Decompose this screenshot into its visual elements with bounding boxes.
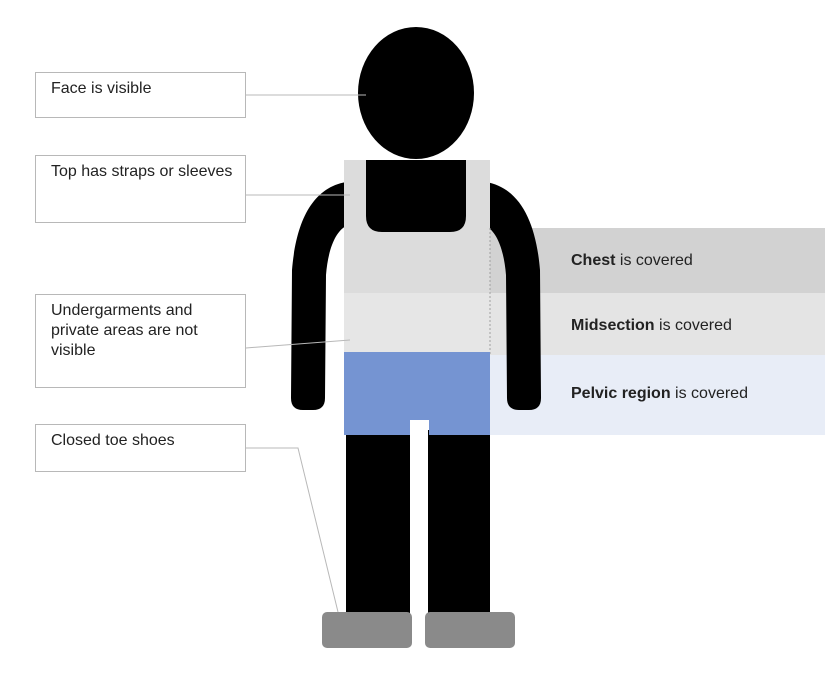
callout-shoes-text: Closed toe shoes [51, 432, 175, 449]
midsection-label: Midsection is covered [571, 316, 732, 336]
right-shoe-icon [425, 612, 515, 648]
callout-face-text: Face is visible [51, 80, 151, 97]
callout-shoes: Closed toe shoes [35, 424, 246, 472]
callout-undergarments-text: Undergarments and private areas are not … [51, 302, 198, 359]
shoes-connector [246, 448, 338, 612]
pelvic-label: Pelvic region is covered [571, 384, 748, 404]
midsection [344, 293, 490, 355]
midsection-label-bold: Midsection [571, 317, 655, 334]
left-shoe-icon [322, 612, 412, 648]
pelvic-label-rest: is covered [671, 385, 748, 402]
callout-undergarments: Undergarments and private areas are not … [35, 294, 246, 388]
chest-label-rest: is covered [615, 252, 692, 269]
callout-top: Top has straps or sleeves [35, 155, 246, 223]
right-leg [428, 430, 490, 615]
pelvic-label-bold: Pelvic region [571, 385, 671, 402]
callout-top-text: Top has straps or sleeves [51, 163, 232, 180]
shorts [344, 352, 490, 435]
left-arm [291, 182, 346, 410]
midsection-label-rest: is covered [655, 317, 732, 334]
head-icon [358, 27, 474, 159]
callout-face: Face is visible [35, 72, 246, 118]
left-leg [346, 430, 410, 615]
chest-label-bold: Chest [571, 252, 615, 269]
chest-label: Chest is covered [571, 251, 693, 271]
